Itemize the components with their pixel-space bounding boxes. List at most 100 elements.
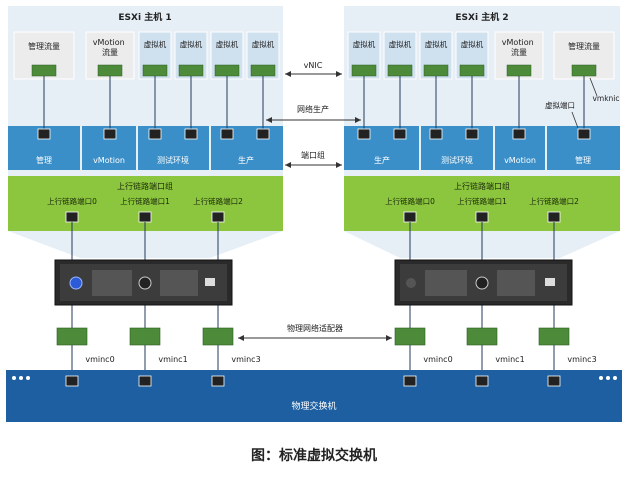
- port-icon: [429, 128, 443, 140]
- host-2-title: ESXi 主机 2: [455, 11, 508, 23]
- switch-port-icon: [138, 276, 152, 290]
- vnic-chip: [423, 64, 449, 77]
- nic-label: vminc0: [423, 355, 452, 364]
- port-group-label: 生产: [374, 155, 390, 165]
- card-label: 虚拟机: [252, 39, 275, 49]
- port-group-label: vMotion: [93, 156, 125, 165]
- uplink-group-title: 上行链路端口组: [117, 181, 173, 191]
- card-label: 虚拟机: [144, 39, 167, 49]
- port-icon: [465, 128, 479, 140]
- port-icon: [547, 211, 561, 223]
- port-group-label: 管理: [575, 155, 591, 165]
- port-group-label: 测试环境: [441, 155, 473, 165]
- port-group-label: 管理: [36, 155, 52, 165]
- uplink-label: 上行链路端口2: [529, 196, 579, 206]
- vnic-chip: [250, 64, 276, 77]
- vnic-chip: [97, 64, 123, 77]
- card-label: 虚拟机: [216, 39, 239, 49]
- uplink-label: 上行链路端口0: [47, 196, 97, 206]
- vnic-chip: [351, 64, 377, 77]
- host-1-port-group-band: [8, 126, 283, 170]
- port-icon: [475, 375, 489, 387]
- card-label: 管理流量: [568, 41, 600, 51]
- port-group-label: 测试环境: [157, 155, 189, 165]
- card-label: 管理流量: [28, 41, 60, 51]
- nic-label: vminc1: [495, 355, 524, 364]
- host-1-vswitch: [54, 259, 233, 306]
- nic-label: vminc3: [567, 355, 596, 364]
- dots-icon: [12, 376, 617, 380]
- physical-nics: [56, 327, 570, 346]
- port-icon: [211, 211, 225, 223]
- switch-led-icon: [406, 278, 416, 288]
- port-group-label: 生产: [238, 155, 254, 165]
- physical-switch-ports: [65, 375, 561, 387]
- port-icon: [393, 128, 407, 140]
- nic-label: vminc0: [85, 355, 114, 364]
- vnic-chip: [142, 64, 168, 77]
- virtual-port-annotation: 虚拟端口: [545, 100, 575, 110]
- vnic-chip: [387, 64, 413, 77]
- port-icon: [403, 211, 417, 223]
- card-label-line: vMotion: [93, 38, 125, 47]
- port-icon: [475, 211, 489, 223]
- vnic-links: [43, 76, 585, 130]
- port-icon: [138, 375, 152, 387]
- host-2-vswitch: [394, 259, 573, 306]
- port-icon: [103, 128, 117, 140]
- uplink-label: 上行链路端口2: [193, 196, 243, 206]
- port-icon: [220, 128, 234, 140]
- port-icon: [577, 128, 591, 140]
- vnic-chip: [459, 64, 485, 77]
- figure-caption: 图：标准虚拟交换机: [251, 448, 377, 464]
- port-icon: [547, 375, 561, 387]
- nic-label: vminc3: [231, 355, 260, 364]
- card-label-line: 流量: [511, 47, 527, 57]
- pnic-icon: [394, 327, 426, 346]
- port-icon: [211, 375, 225, 387]
- pnic-icon: [56, 327, 88, 346]
- card-label: 虚拟机: [425, 39, 448, 49]
- port-icon: [357, 128, 371, 140]
- uplink-label: 上行链路端口0: [385, 196, 435, 206]
- card-label: 虚拟机: [180, 39, 203, 49]
- port-icon: [512, 128, 526, 140]
- host-2-port-group-band: [344, 126, 620, 170]
- uplink-label: 上行链路端口1: [120, 196, 170, 206]
- pnic-icon: [466, 327, 498, 346]
- card-label: 虚拟机: [353, 39, 376, 49]
- port-group-label: vMotion: [504, 156, 536, 165]
- vnic-chip: [31, 64, 57, 77]
- pnic-icon: [202, 327, 234, 346]
- card-label: 虚拟机: [461, 39, 484, 49]
- port-icon: [403, 375, 417, 387]
- port-icon: [37, 128, 51, 140]
- pnic-icon: [538, 327, 570, 346]
- host-1-title: ESXi 主机 1: [118, 11, 171, 23]
- vnic-chip: [571, 64, 597, 77]
- vnic-chip: [214, 64, 240, 77]
- card-label-line: 流量: [102, 47, 118, 57]
- card-label: vMotion 流量: [93, 38, 127, 57]
- uplink-label: 上行链路端口1: [457, 196, 507, 206]
- network-production-label: 网络生产: [297, 104, 329, 114]
- nic-label: vminc1: [158, 355, 187, 364]
- port-icon: [148, 128, 162, 140]
- port-icon: [138, 211, 152, 223]
- vnic-label: vNIC: [304, 61, 323, 70]
- vnic-chip: [506, 64, 532, 77]
- vnic-chips: [31, 64, 597, 77]
- vmknic-annotation: vmknic: [592, 94, 619, 103]
- card-label: 虚拟机: [389, 39, 412, 49]
- switch-port-icon: [475, 276, 489, 290]
- uplink-group-title: 上行链路端口组: [454, 181, 510, 191]
- virtual-ports: [37, 128, 591, 140]
- physical-switch-label: 物理交换机: [291, 400, 336, 412]
- physical-switch-band: [6, 370, 622, 422]
- card-label: vMotion 流量: [502, 38, 536, 57]
- card-label-line: vMotion: [502, 38, 534, 47]
- port-icon: [65, 211, 79, 223]
- pnic-icon: [129, 327, 161, 346]
- vnic-chip: [178, 64, 204, 77]
